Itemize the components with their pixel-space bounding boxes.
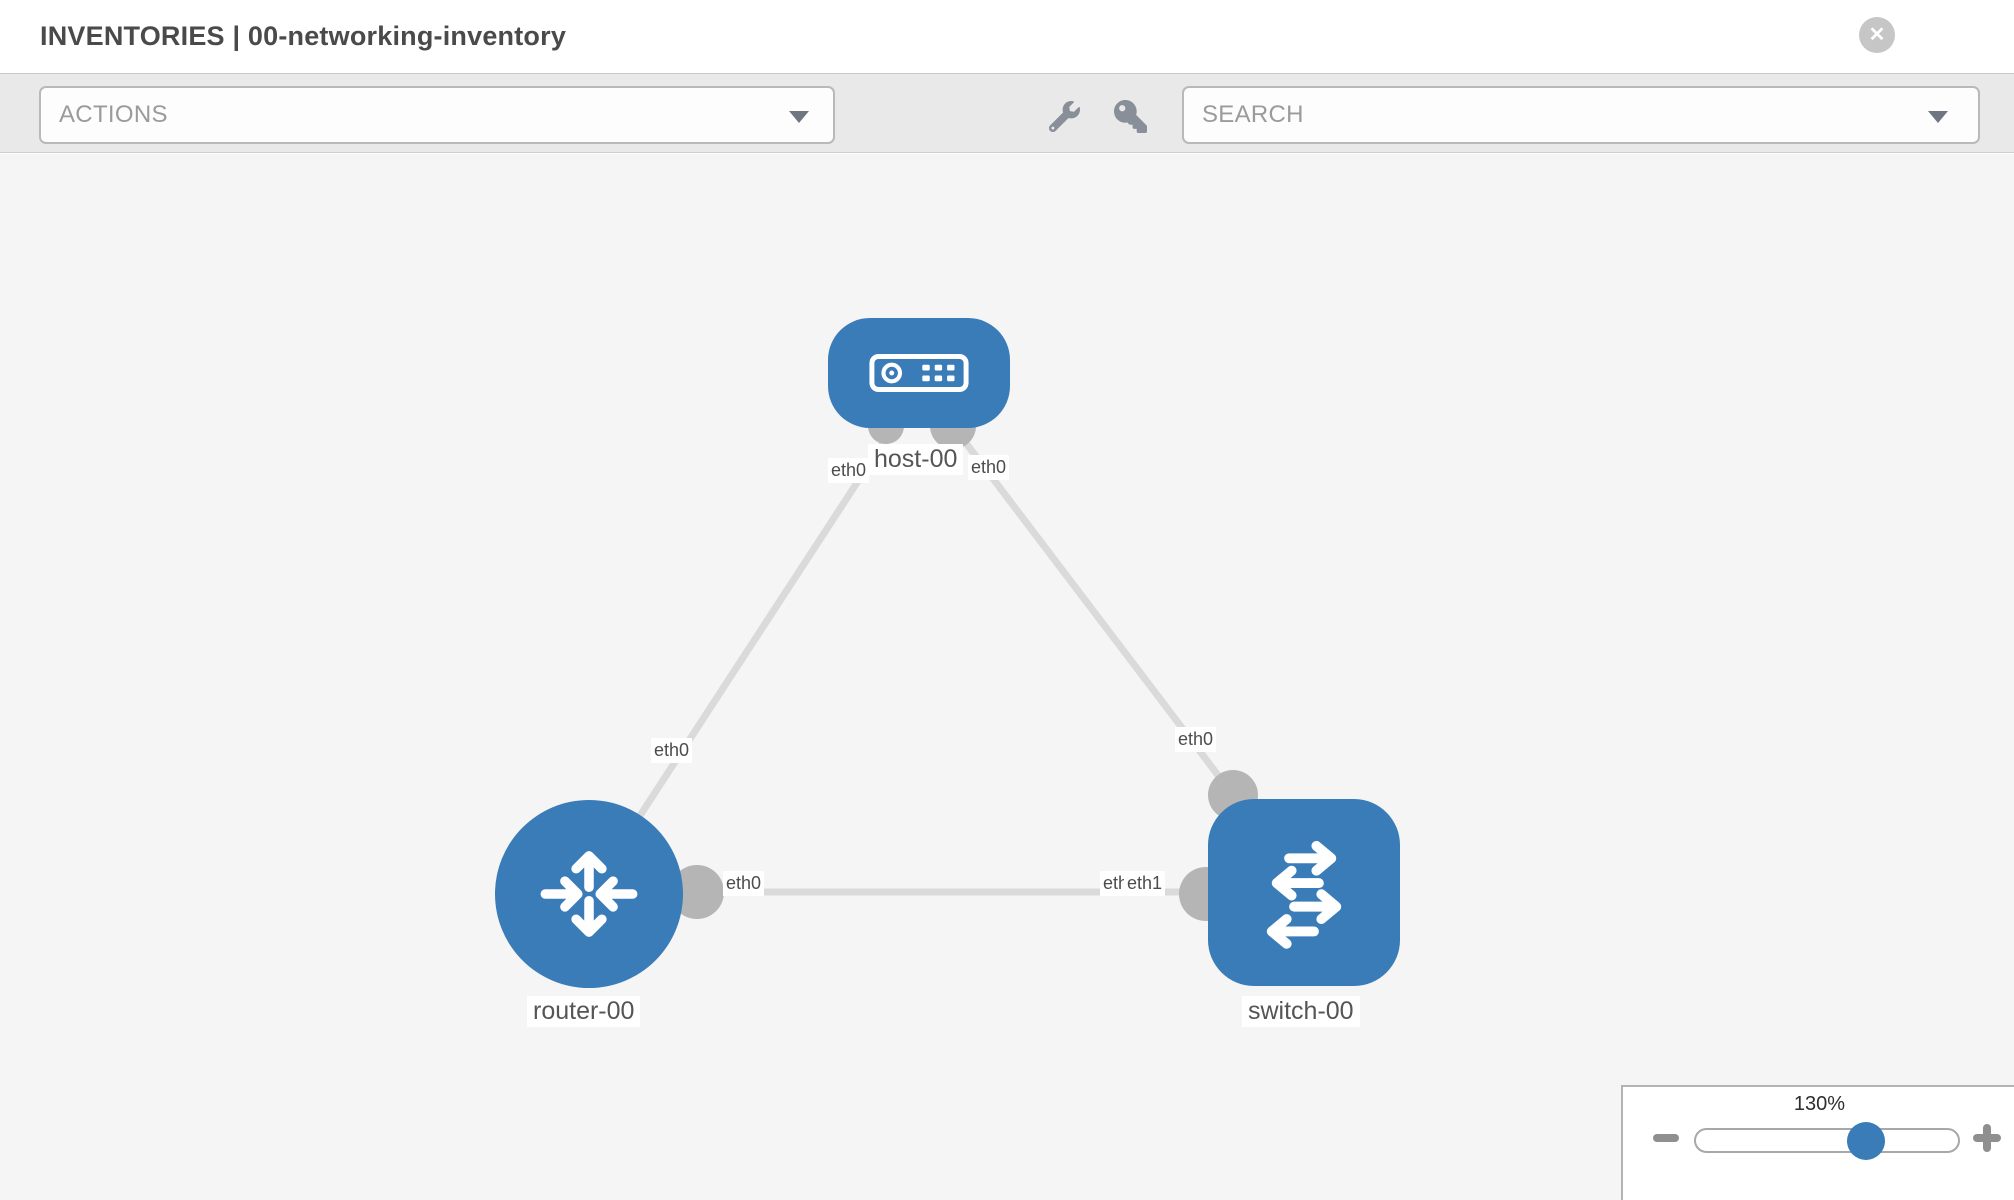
interface-label-eth1: eth1 <box>1124 871 1166 896</box>
search-dropdown[interactable]: SEARCH <box>1182 86 1980 144</box>
interface-label-eth0: eth0 <box>723 871 765 896</box>
port-router-right <box>670 865 724 919</box>
plus-icon-bar <box>1983 1124 1991 1152</box>
node-router-00[interactable] <box>495 800 683 988</box>
toolbar: ACTIONS SEARCH <box>0 73 2014 153</box>
wrench-icon <box>1048 100 1080 132</box>
topology-links-layer <box>612 403 1258 921</box>
chevron-down-icon <box>1928 111 1948 123</box>
zoom-slider-track[interactable] <box>1694 1128 1960 1153</box>
interface-label-eth0: eth0 <box>968 455 1010 480</box>
interface-label-eth0: eth0 <box>651 738 693 763</box>
topology-canvas[interactable]: host-00 router-00 switch-00 eth0 eth0 et… <box>0 154 2014 1200</box>
header-bar: INVENTORIES | 00-networking-inventory ✕ <box>0 0 2014 73</box>
node-label-switch: switch-00 <box>1242 996 1360 1027</box>
interface-label-eth0: eth0 <box>1175 727 1217 752</box>
switch-icon <box>1266 840 1342 949</box>
node-label-router: router-00 <box>527 996 641 1027</box>
actions-dropdown[interactable]: ACTIONS <box>39 86 835 144</box>
zoom-control-panel: 130% <box>1621 1085 2014 1200</box>
router-icon <box>540 851 638 937</box>
interface-label-eth0: eth0 <box>828 458 870 483</box>
host-icon <box>869 354 969 392</box>
close-button[interactable]: ✕ <box>1859 17 1895 53</box>
link-host-router[interactable] <box>612 430 893 856</box>
node-host-00[interactable] <box>828 318 1010 428</box>
page-title: INVENTORIES | 00-networking-inventory <box>40 21 567 51</box>
actions-dropdown-label: ACTIONS <box>59 101 168 128</box>
zoom-slider-thumb[interactable] <box>1847 1122 1885 1160</box>
chevron-down-icon <box>789 111 809 123</box>
zoom-out-icon[interactable] <box>1653 1134 1679 1142</box>
configure-button[interactable] <box>1042 94 1086 138</box>
key-icon <box>1113 99 1147 133</box>
credentials-button[interactable] <box>1108 94 1152 138</box>
node-switch-00[interactable] <box>1208 799 1400 986</box>
node-label-host: host-00 <box>868 444 964 475</box>
zoom-level-value: 130% <box>1793 1093 1846 1115</box>
close-icon: ✕ <box>1868 24 1886 46</box>
search-dropdown-label: SEARCH <box>1202 101 1304 128</box>
